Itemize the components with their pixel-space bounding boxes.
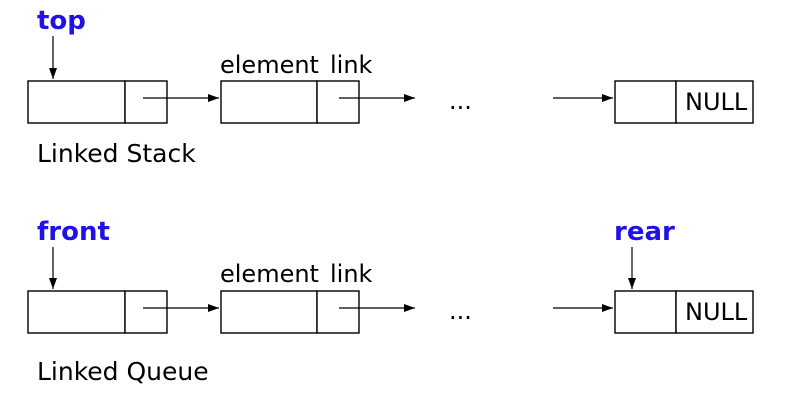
queue-node-1-link-cell [124,290,168,334]
stack-node-1-element-cell [27,80,126,124]
stack-node-2-element-cell [220,80,318,124]
linked-stack-group: top element link ... NULL Linked Stack [27,6,754,168]
queue-node-1 [27,290,219,334]
top-pointer-label: top [37,6,86,36]
stack-node-1-link-cell [124,80,168,124]
stack-node-2-link-cell [316,80,360,124]
queue-node-2-element-cell [220,290,318,334]
linked-queue-group: front rear element link ... NULL Linked … [27,217,754,386]
front-pointer-label: front [37,217,110,247]
queue-element-field-label: element [220,260,319,288]
queue-last-node-link-cell [675,290,754,334]
queue-ellipsis: ... [449,297,472,325]
queue-caption: Linked Queue [37,357,209,386]
queue-null-label: NULL [685,298,748,326]
rear-pointer-label: rear [614,217,675,247]
stack-link-field-label: link [330,51,373,79]
queue-node-2-link-cell [316,290,360,334]
queue-node-2 [220,290,415,334]
stack-element-field-label: element [220,51,319,79]
stack-ellipsis: ... [449,87,472,115]
stack-last-node-element-cell [614,80,677,124]
stack-null-label: NULL [685,88,748,116]
stack-node-1 [27,80,219,124]
queue-last-node-element-cell [614,290,677,334]
queue-link-field-label: link [330,260,373,288]
stack-last-node-link-cell [675,80,754,124]
stack-node-2 [220,80,415,124]
stack-last-node: NULL [614,80,754,124]
stack-caption: Linked Stack [37,139,196,168]
queue-last-node: NULL [614,290,754,334]
queue-node-1-element-cell [27,290,126,334]
